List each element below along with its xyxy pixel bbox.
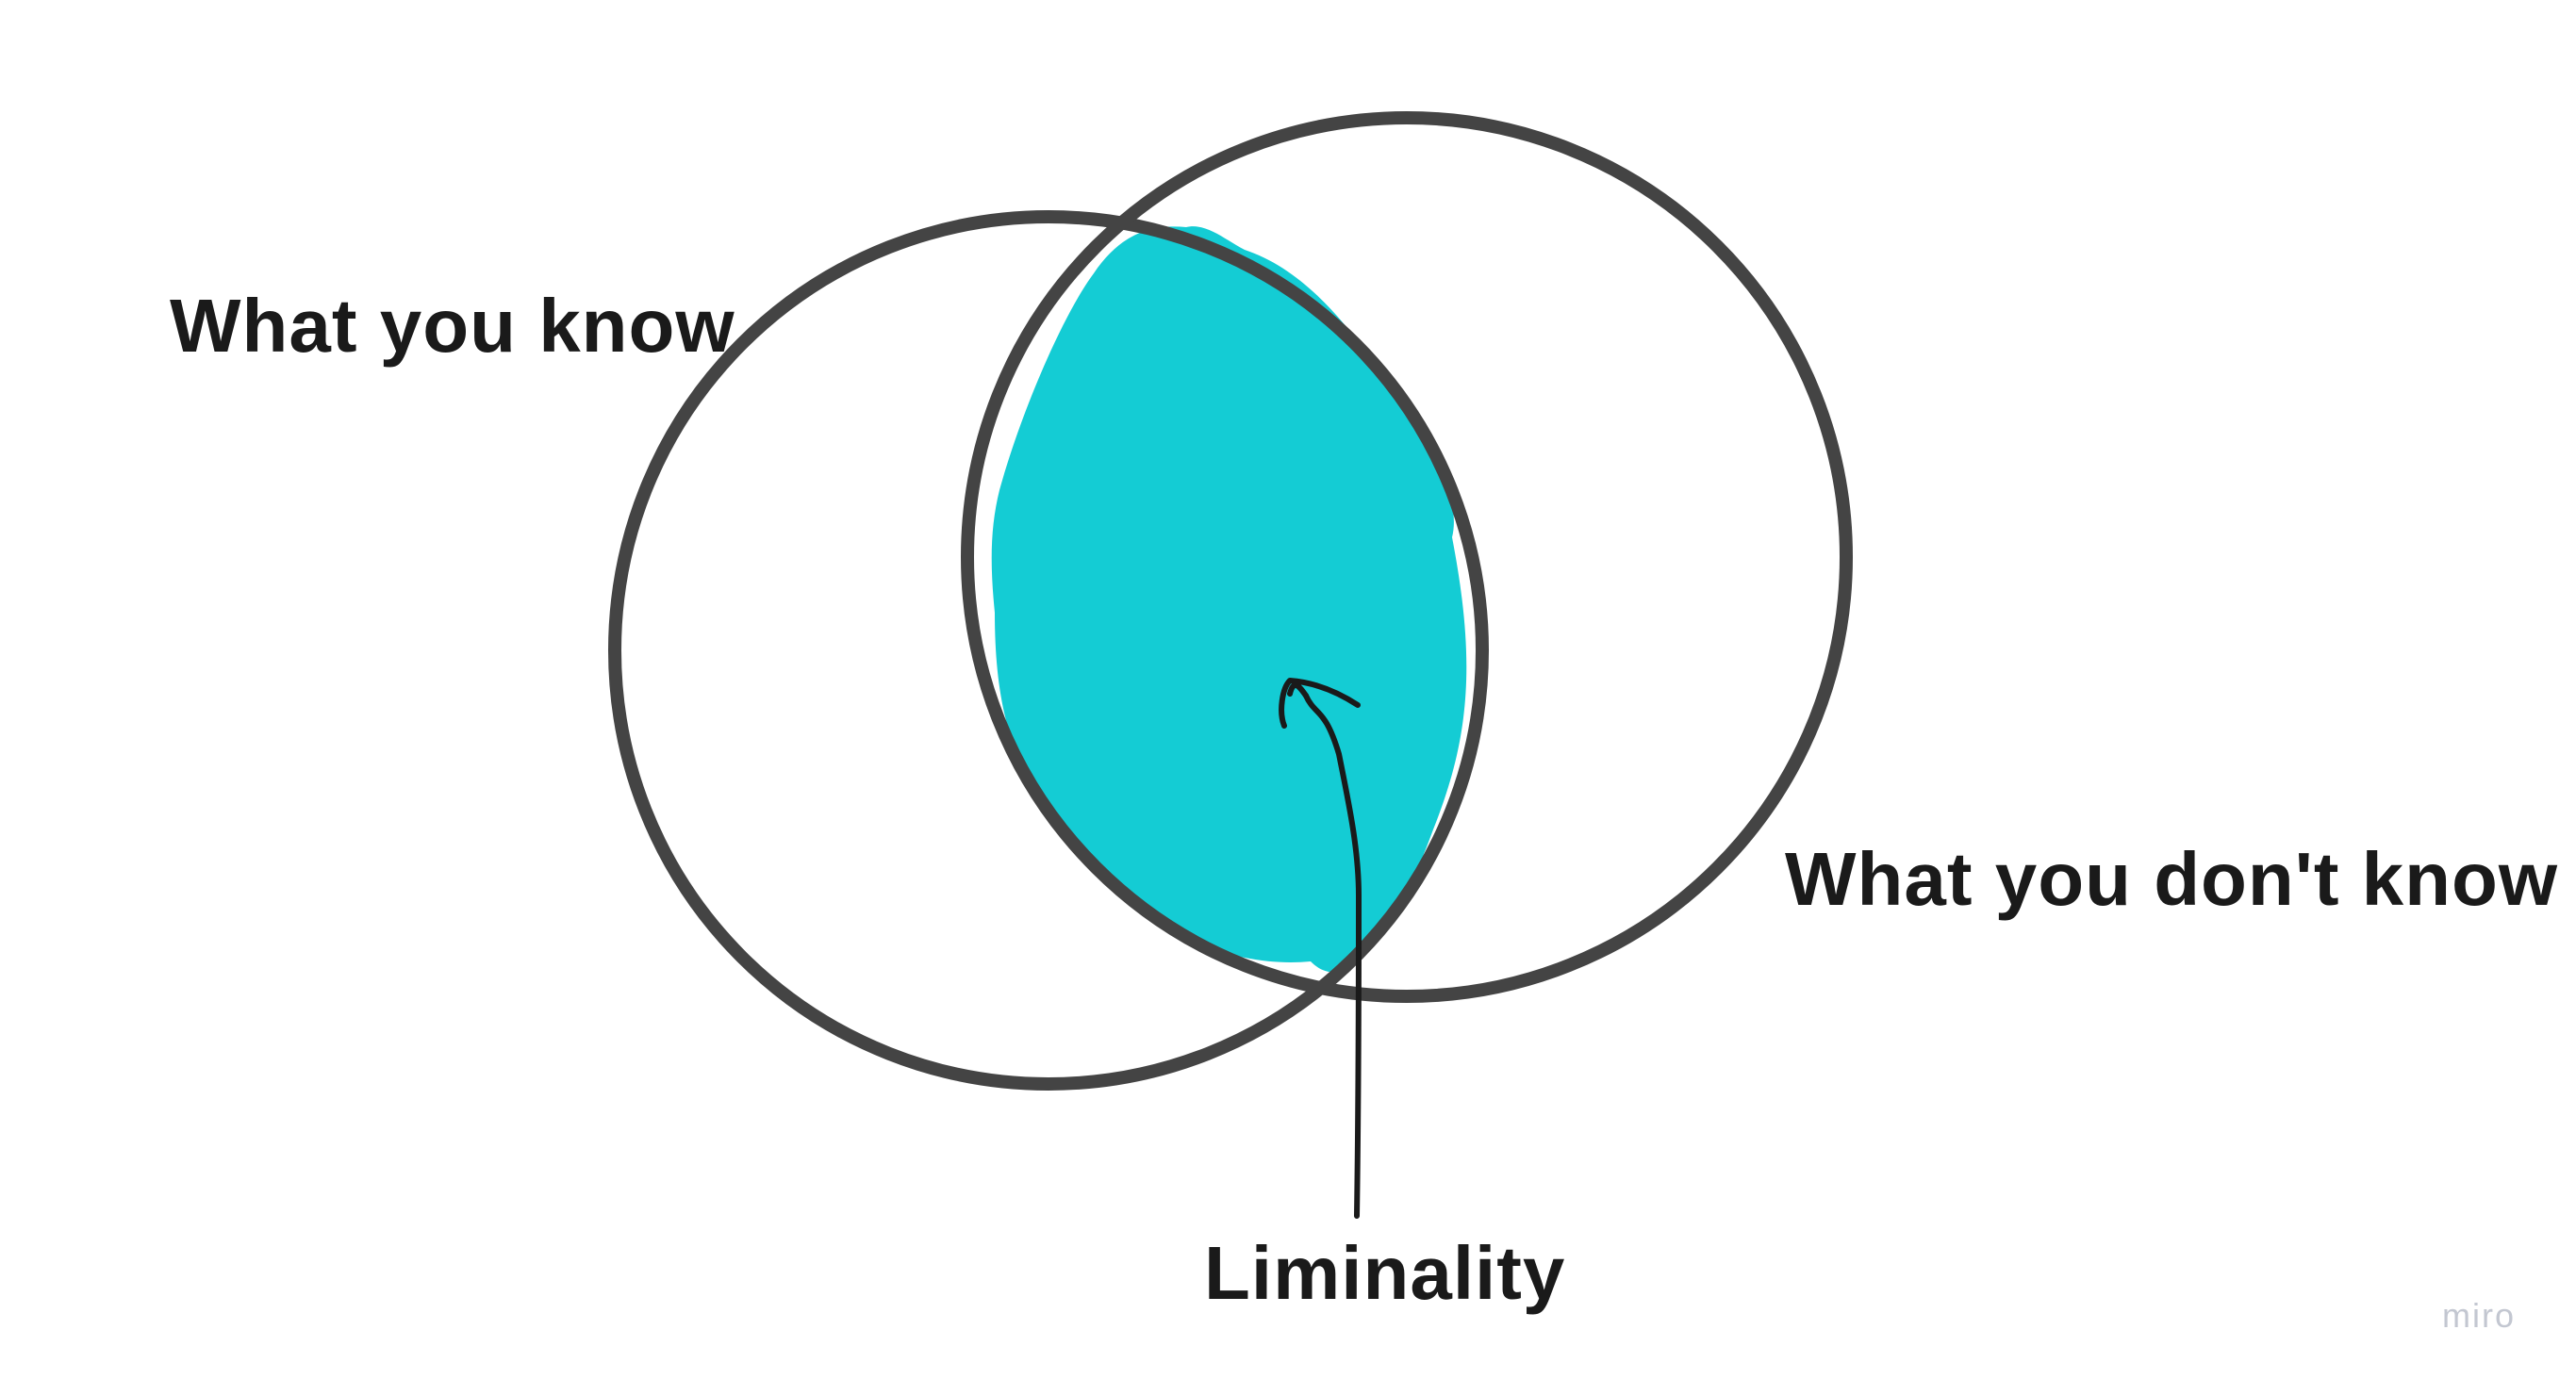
liminality-arrow-head: [1279, 678, 1361, 729]
what-you-know-label: What you know: [170, 284, 735, 368]
liminality-label: Liminality: [1204, 1231, 1566, 1315]
what-you-dont-know-circle: [961, 111, 1853, 1003]
what-you-know-circle: [608, 210, 1489, 1091]
liminality-highlight-region: [991, 226, 1467, 973]
what-you-dont-know-label: What you don't know: [1785, 837, 2559, 921]
liminality-arrow-shaft: [1303, 693, 1362, 1219]
miro-watermark: miro: [2442, 1296, 2516, 1335]
